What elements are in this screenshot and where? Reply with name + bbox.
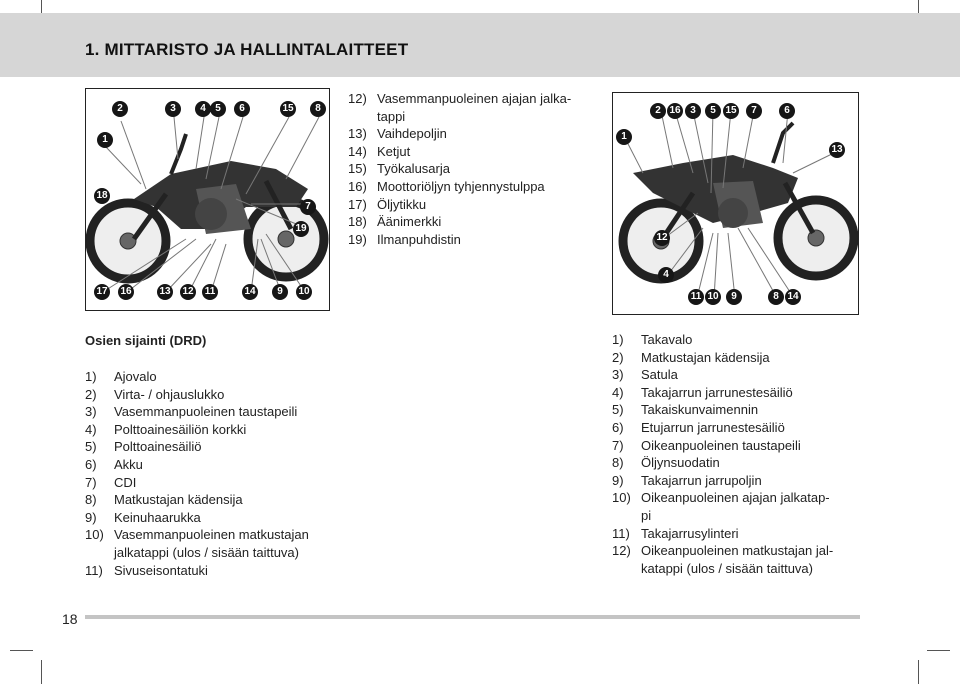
page-number: 18 — [62, 611, 78, 627]
list-item: 1)Takavalo — [612, 332, 693, 347]
list-item: 3)Vasemmanpuoleinen taustapeili — [85, 404, 298, 420]
callout-marker: 7 — [746, 103, 762, 119]
list-item-continuation: katappi (ulos / sisään taittuva) — [641, 560, 813, 576]
list-item-continuation: jalkatappi (ulos / sisään taittuva) — [114, 544, 299, 560]
callout-marker: 2 — [650, 103, 666, 119]
right-side-photo — [612, 92, 859, 315]
page-title: 1. MITTARISTO JA HALLINTALAITTEET — [85, 40, 409, 59]
section-title: Osien sijainti (DRD) — [85, 333, 207, 348]
motorcycle-left-illustration — [86, 116, 329, 293]
callout-marker: 9 — [272, 284, 288, 300]
list-item: 15)Työkalusarja — [348, 161, 450, 177]
crop-mark — [41, 0, 42, 22]
list-item-continuation: tappi — [377, 108, 406, 124]
callout-marker: 12 — [180, 284, 196, 300]
callout-marker: 12 — [654, 230, 670, 246]
callout-marker: 6 — [234, 101, 250, 117]
callout-marker: 16 — [667, 103, 683, 119]
list-item: 5)Takaiskunvaimennin — [612, 402, 759, 418]
callout-marker: 9 — [726, 289, 742, 305]
parts-list-left: 1)Ajovalo 2)Virta- / ohjauslukko 3)Vasem… — [85, 368, 345, 579]
callout-marker: 4 — [195, 101, 211, 117]
callout-marker: 14 — [785, 289, 801, 305]
parts-list-right: 1)Takavalo 2)Matkustajan kädensija 3)Sat… — [612, 331, 872, 577]
list-item: 19)Ilmanpuhdistin — [348, 231, 461, 247]
list-item-continuation: pi — [641, 507, 652, 523]
callout-marker: 19 — [293, 221, 309, 237]
callout-marker: 13 — [157, 284, 173, 300]
list-item: 11)Takajarrusylinteri — [612, 525, 739, 541]
callout-marker: 1 — [616, 129, 632, 145]
callout-marker: 2 — [112, 101, 128, 117]
callout-marker: 7 — [300, 199, 316, 215]
left-side-photo — [85, 88, 330, 311]
list-item: 3)Satula — [612, 367, 678, 383]
callout-marker: 11 — [202, 284, 218, 300]
callout-marker: 6 — [779, 103, 795, 119]
callout-marker: 10 — [296, 284, 312, 300]
footer-rule — [85, 615, 860, 619]
list-item: 10)Vasemmanpuoleinen matkustajan — [85, 527, 309, 543]
callout-marker: 16 — [118, 284, 134, 300]
list-item: 16)Moottoriöljyn tyhjennystulppa — [348, 178, 545, 194]
list-item: 9)Keinuhaarukka — [85, 509, 201, 525]
list-item: 4)Takajarrun jarrunestesäiliö — [612, 384, 793, 400]
callout-marker: 8 — [768, 289, 784, 305]
callout-marker: 15 — [723, 103, 739, 119]
list-item: 8)Öljynsuodatin — [612, 455, 720, 471]
list-item: 12)Oikeanpuoleinen matkustajan jal- — [612, 543, 834, 559]
callout-marker: 13 — [829, 142, 845, 158]
list-item: 11)Sivuseisontatuki — [85, 562, 208, 578]
motorcycle-right-illustration — [618, 110, 858, 299]
callout-marker: 3 — [685, 103, 701, 119]
callout-marker: 1 — [97, 132, 113, 148]
list-item: 7)CDI — [85, 474, 137, 490]
callout-marker: 11 — [688, 289, 704, 305]
list-item: 14)Ketjut — [348, 143, 411, 159]
callout-marker: 18 — [94, 188, 110, 204]
list-item: 12)Vasemmanpuoleinen ajajan jalka- — [348, 91, 572, 106]
callout-marker: 5 — [705, 103, 721, 119]
parts-list-continued: 12)Vasemmanpuoleinen ajajan jalka- tappi… — [348, 90, 598, 248]
crop-mark — [918, 660, 919, 684]
list-item: 7)Oikeanpuoleinen taustapeili — [612, 437, 801, 453]
callout-marker: 8 — [310, 101, 326, 117]
crop-mark — [10, 650, 33, 651]
crop-mark — [918, 0, 919, 22]
list-item: 13)Vaihdepoljin — [348, 126, 447, 142]
callout-marker: 3 — [165, 101, 181, 117]
header-band — [0, 13, 960, 77]
callout-marker: 10 — [705, 289, 721, 305]
list-item: 10)Oikeanpuoleinen ajajan jalkatap- — [612, 490, 830, 506]
callout-marker: 15 — [280, 101, 296, 117]
list-item: 5)Polttoainesäiliö — [85, 439, 202, 455]
crop-mark — [927, 650, 950, 651]
list-item: 8)Matkustajan kädensija — [85, 492, 243, 508]
callout-marker: 14 — [242, 284, 258, 300]
callout-marker: 17 — [94, 284, 110, 300]
list-item: 4)Polttoainesäiliön korkki — [85, 421, 247, 437]
list-item: 6)Akku — [85, 456, 143, 472]
list-item: 17)Öljytikku — [348, 196, 427, 212]
callout-marker: 4 — [658, 267, 674, 283]
list-item: 9)Takajarrun jarrupoljin — [612, 472, 762, 488]
list-item: 18)Äänimerkki — [348, 214, 442, 230]
crop-mark — [41, 660, 42, 684]
callout-marker: 5 — [210, 101, 226, 117]
list-item: 1)Ajovalo — [85, 369, 157, 384]
list-item: 6)Etujarrun jarrunestesäiliö — [612, 419, 785, 435]
list-item: 2)Matkustajan kädensija — [612, 349, 770, 365]
list-item: 2)Virta- / ohjauslukko — [85, 386, 225, 402]
